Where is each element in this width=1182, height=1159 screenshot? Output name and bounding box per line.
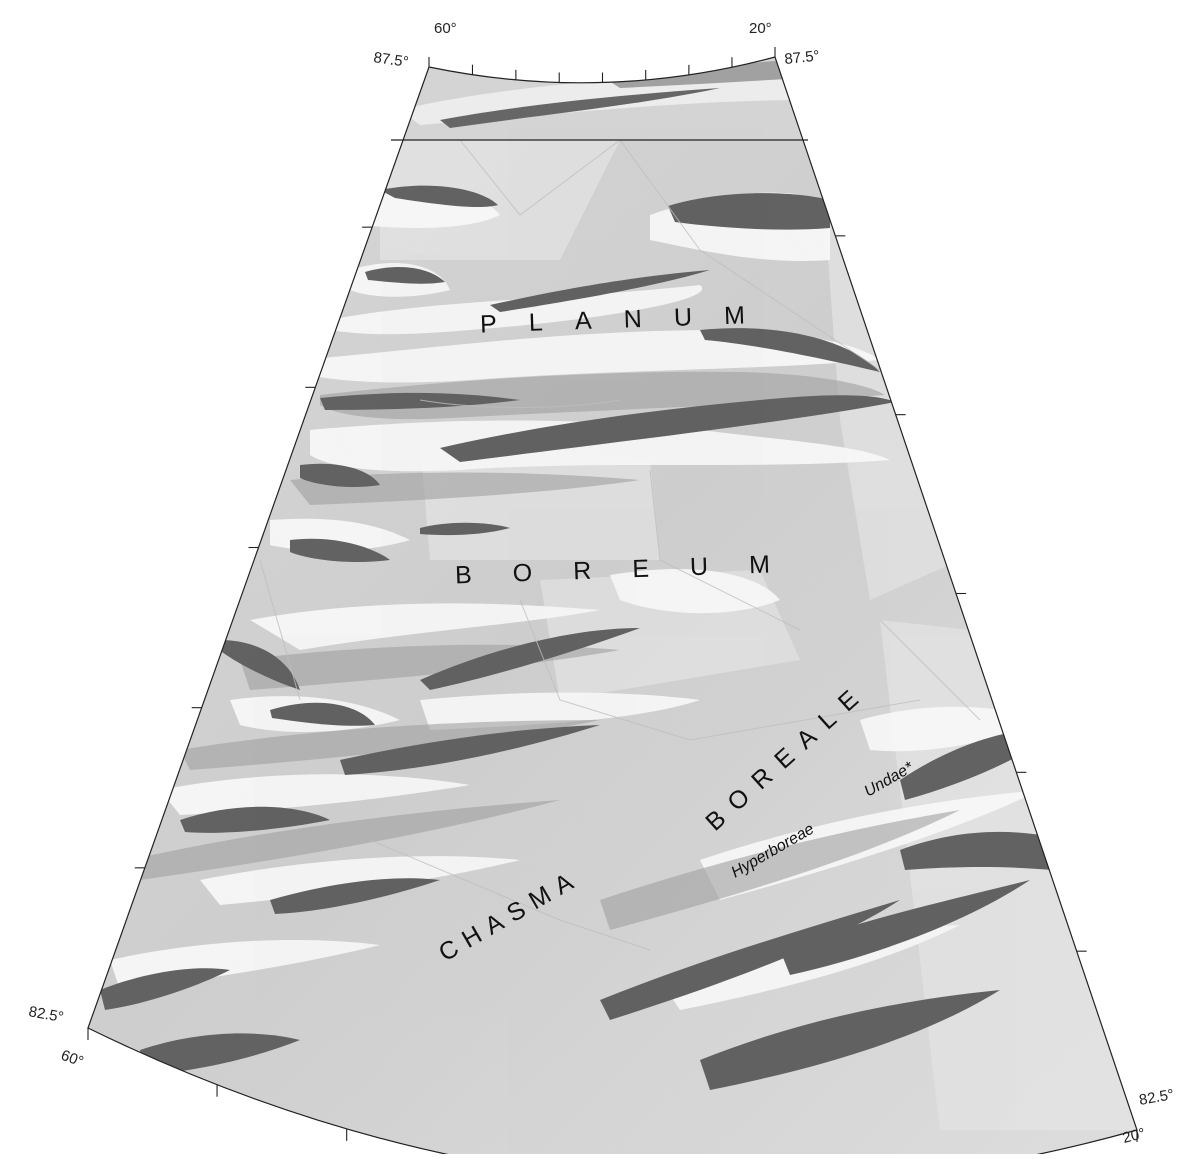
top-right-longitude-label: 20°: [749, 20, 772, 37]
top-right-latitude-label: 87.5°: [784, 47, 821, 68]
bottom-left-longitude-label: 60°: [59, 1047, 86, 1071]
bottom-right-latitude-label: 82.5°: [1138, 1086, 1176, 1109]
graticule-ticks: [87, 47, 1138, 1142]
top-left-latitude-label: 87.5°: [372, 49, 409, 71]
bottom-right-longitude-label: 20°: [1121, 1125, 1147, 1147]
graticule-labels: 60° 20° 87.5° 87.5° 82.5° 82.5° 60° 20°: [27, 20, 1175, 1147]
top-left-longitude-label: 60°: [434, 20, 457, 37]
sector-outline: [87, 56, 1138, 1159]
map-frame: [87, 56, 1138, 1159]
bottom-left-latitude-label: 82.5°: [27, 1003, 65, 1026]
